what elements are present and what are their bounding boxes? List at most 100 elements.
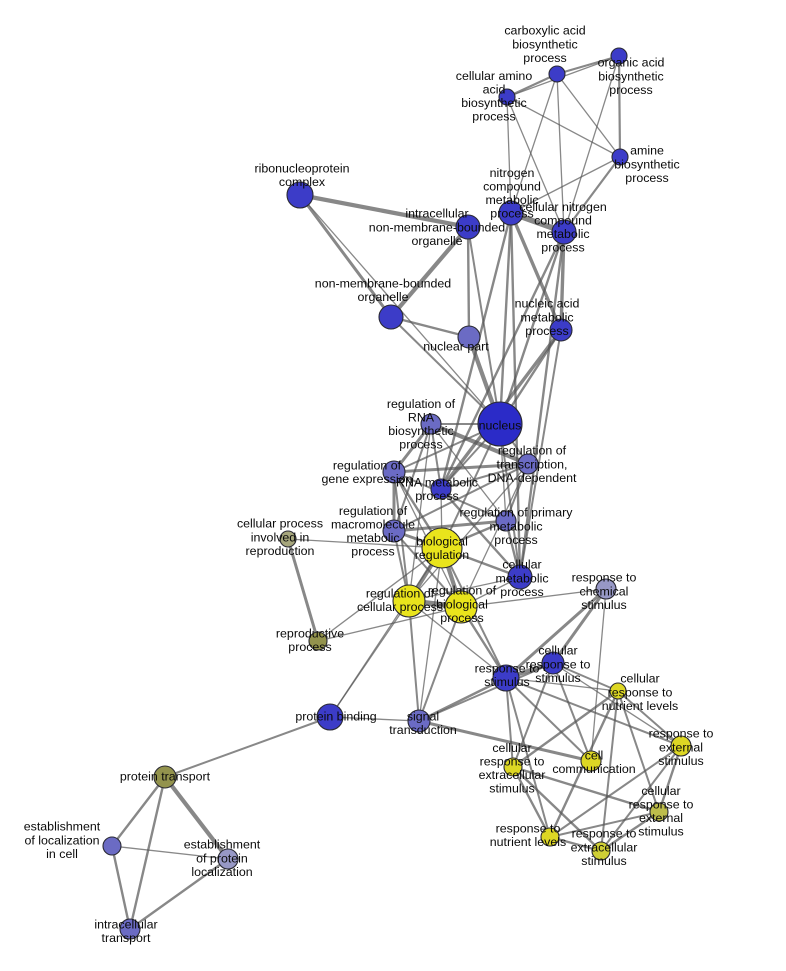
- edge-nucleus--cellular_metab: [499, 423, 521, 578]
- node-nitrogen_metab[interactable]: [498, 200, 524, 226]
- node-nuclear_part[interactable]: [457, 325, 481, 349]
- node-reg_primary_metab[interactable]: [495, 510, 517, 532]
- node-org_acid_biosyn[interactable]: [610, 47, 628, 65]
- edge-intra_nmb_organelle--nucleus: [467, 226, 501, 425]
- node-signal_transduction[interactable]: [407, 709, 431, 733]
- edge-nucleic_acid_metab--cellular_metab: [519, 329, 562, 578]
- node-cell_aa_biosyn[interactable]: [498, 88, 516, 106]
- edge-protein_transport--est_loc_in_cell: [110, 775, 167, 848]
- node-cell_resp_nutrient[interactable]: [609, 682, 627, 700]
- edge-cell_aa_biosyn--cell_nitrogen_metab: [506, 96, 565, 233]
- edge-intra_nmb_organelle--nmb_organelle: [388, 224, 471, 320]
- edge-carb_acid_biosyn--cell_aa_biosyn: [505, 72, 559, 99]
- edge-resp_stimulus--resp_external: [505, 677, 682, 747]
- node-carb_acid_biosyn[interactable]: [548, 65, 566, 83]
- node-resp_chemical[interactable]: [595, 578, 617, 600]
- edge-rnp_complex--intra_nmb_organelle: [297, 192, 471, 230]
- node-nucleus[interactable]: [477, 401, 523, 447]
- node-reg_gene_expr[interactable]: [382, 460, 406, 484]
- edge-cell_nitrogen_metab--nucleus: [498, 230, 566, 426]
- edge-carb_acid_biosyn--nitrogen_metab: [510, 73, 558, 214]
- node-reg_transcription[interactable]: [517, 453, 539, 475]
- edge-reg_gene_expr--reg_primary_metab: [393, 471, 507, 522]
- edge-resp_extracellular--cell_resp_external: [599, 810, 661, 853]
- node-resp_stimulus[interactable]: [492, 664, 520, 692]
- node-cell_proc_reproduction[interactable]: [279, 530, 297, 548]
- node-intracellular_transport[interactable]: [119, 918, 141, 940]
- node-reg_macromol_metab[interactable]: [382, 519, 406, 543]
- edge-cellular_metab--reg_cellular_proc: [408, 576, 521, 602]
- edge-signal_transduction--reg_biological_proc: [418, 606, 462, 722]
- node-reg_biological_proc[interactable]: [444, 590, 478, 624]
- node-resp_external[interactable]: [670, 735, 692, 757]
- edge-cell_proc_reproduction--biological_regulation: [287, 538, 443, 549]
- node-cell_resp_extracellular[interactable]: [503, 757, 523, 777]
- node-intra_nmb_organelle[interactable]: [455, 214, 481, 240]
- edge-resp_external--cell_resp_external: [657, 744, 683, 814]
- edge-intra_nmb_organelle--nuclear_part: [466, 225, 471, 339]
- edge-reg_rna_biosyn--rna_metab: [430, 423, 442, 490]
- edge-cell_nitrogen_metab--nucleic_acid_metab: [559, 230, 566, 332]
- edge-signal_transduction--biological_regulation: [418, 547, 443, 722]
- node-cell_nitrogen_metab[interactable]: [551, 219, 577, 245]
- node-resp_nutrient[interactable]: [540, 827, 560, 847]
- node-reg_cellular_proc[interactable]: [392, 584, 426, 618]
- edge-org_acid_biosyn--cell_nitrogen_metab: [563, 55, 620, 233]
- edge-amine_biosyn--cell_nitrogen_metab: [562, 155, 622, 234]
- node-rna_metab[interactable]: [430, 478, 452, 500]
- node-reproductive_proc[interactable]: [308, 631, 328, 651]
- node-biological_regulation[interactable]: [421, 527, 463, 569]
- edge-est_protein_loc--intracellular_transport: [128, 857, 230, 931]
- node-protein_binding[interactable]: [316, 703, 344, 731]
- edge-cell_communication--resp_chemical: [590, 588, 607, 762]
- node-cell_resp_stimulus[interactable]: [541, 651, 565, 675]
- node-cellular_metab[interactable]: [507, 564, 533, 590]
- node-nmb_organelle[interactable]: [378, 304, 404, 330]
- node-est_loc_in_cell[interactable]: [102, 836, 122, 856]
- node-layer: [102, 47, 692, 940]
- edge-reg_rna_biosyn--reg_transcription: [428, 421, 531, 467]
- edge-resp_stimulus--resp_chemical: [504, 587, 608, 680]
- node-resp_extracellular[interactable]: [591, 841, 611, 861]
- edge-reg_transcription--rna_metab: [440, 463, 529, 490]
- node-nucleic_acid_metab[interactable]: [549, 318, 573, 342]
- node-cell_communication[interactable]: [580, 750, 602, 772]
- node-label-nuclear_part: nuclear part: [423, 339, 489, 353]
- node-cell_resp_external[interactable]: [649, 802, 669, 822]
- edge-amine_biosyn--nitrogen_metab: [510, 156, 621, 214]
- node-rnp_complex[interactable]: [286, 181, 314, 209]
- edge-est_loc_in_cell--intracellular_transport: [110, 844, 132, 931]
- edge-signal_transduction--cell_resp_stimulus: [418, 662, 554, 722]
- node-amine_biosyn[interactable]: [611, 148, 629, 166]
- node-protein_transport[interactable]: [153, 765, 177, 789]
- node-reg_rna_biosyn[interactable]: [420, 413, 442, 435]
- edge-protein_transport--est_protein_loc: [162, 774, 231, 862]
- edge-resp_stimulus--cell_communication: [505, 677, 592, 762]
- node-est_protein_loc[interactable]: [217, 848, 239, 870]
